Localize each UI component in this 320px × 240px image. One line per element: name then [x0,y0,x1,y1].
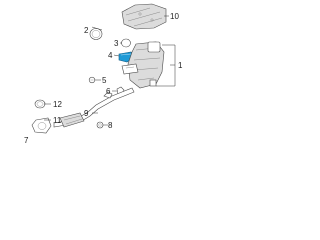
leader-lines [44,15,176,126]
parts-diagram: 10 2 3 4 1 5 6 12 9 11 8 7 [24,3,183,145]
callout-3: 3 [114,39,119,48]
small-gasket [121,38,131,48]
callout-5: 5 [102,76,107,85]
heat-shield [121,3,167,30]
callout-12: 12 [53,100,62,109]
hanger-icon [96,121,104,129]
callout-1: 1 [178,61,183,70]
flange-gasket [31,117,52,134]
gasket-ring [89,28,103,40]
callout-7: 7 [24,136,29,145]
callout-4: 4 [108,51,113,60]
bolt-icon [88,76,96,84]
callout-11: 11 [53,116,62,125]
callout-9: 9 [84,109,89,118]
exhaust-pipe [53,87,135,128]
clamp-ring [34,99,46,109]
callout-6: 6 [106,87,111,96]
callout-2: 2 [84,26,89,35]
catalytic-converter [121,41,165,89]
callout-10: 10 [170,12,179,21]
callout-8: 8 [108,121,113,130]
